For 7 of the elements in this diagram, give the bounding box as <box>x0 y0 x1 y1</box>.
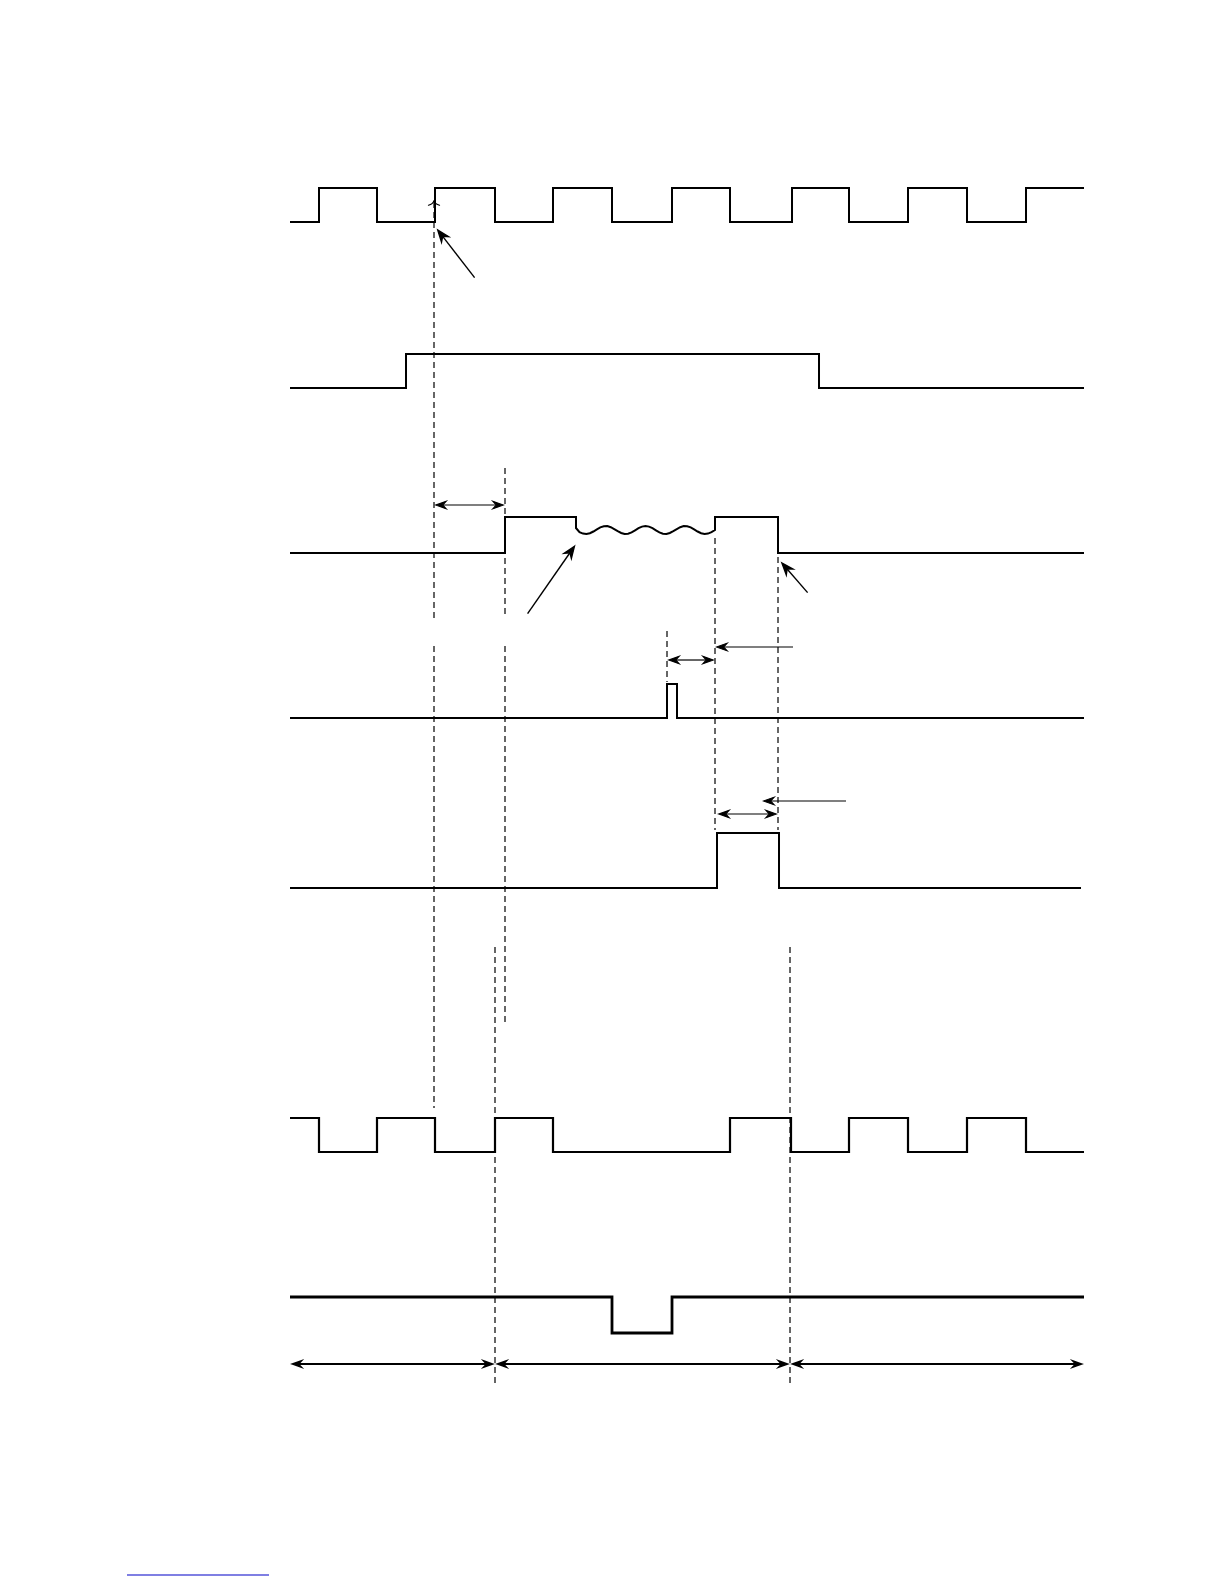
waveform <box>289 187 1085 223</box>
waveform <box>289 832 1082 889</box>
waveform <box>290 1295 1084 1335</box>
waveform <box>289 683 1085 719</box>
waveform <box>289 516 1085 554</box>
waveform <box>289 353 1085 389</box>
waveform <box>290 1116 1084 1154</box>
